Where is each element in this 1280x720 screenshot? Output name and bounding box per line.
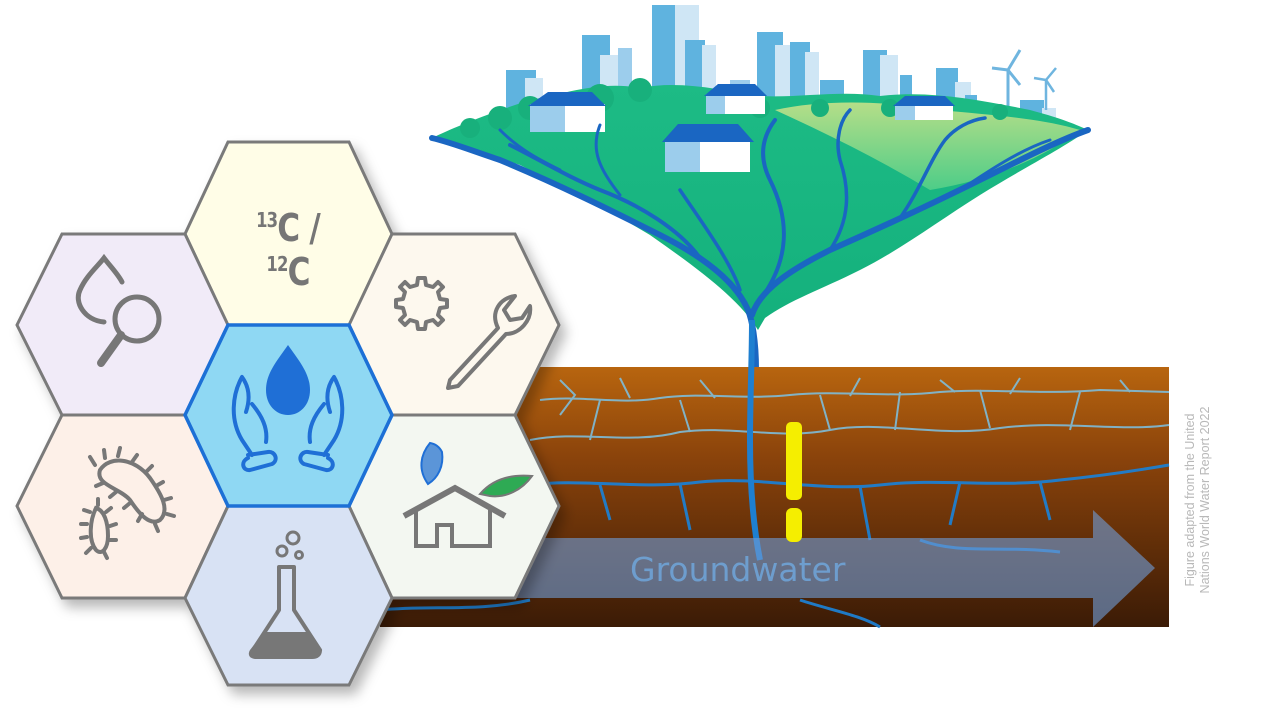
isotope-12-element: C [287, 250, 311, 294]
lab-flask-icon [248, 530, 322, 659]
soil-cross-section [379, 319, 1170, 629]
tree-landscape [429, 78, 1091, 373]
house-icon [704, 84, 767, 114]
bacteria-icon [79, 446, 176, 560]
house-icon [528, 92, 606, 132]
taproot [746, 319, 763, 561]
isotope-13-mass: 13 [256, 208, 278, 232]
credit-line-1: Figure adapted from the United [1183, 413, 1197, 587]
wind-turbine-icon [1033, 67, 1057, 110]
house-icon [662, 124, 754, 172]
house-icon [893, 96, 955, 120]
hands-water-drop-icon [231, 345, 345, 473]
isotope-12-mass: 12 [266, 252, 288, 276]
groundwater-arrow [380, 510, 1155, 627]
isotope-separator: / [299, 206, 320, 250]
hex-water-protection[interactable] [183, 323, 394, 508]
isotope-ratio-label: 13C / 12C [231, 206, 346, 294]
isotope-13-element: C [277, 206, 300, 250]
figure-credit: Figure adapted from the United Nations W… [1178, 405, 1218, 595]
credit-line-2: Nations World Water Report 2022 [1198, 406, 1212, 594]
gear-wrench-icon [394, 276, 533, 390]
house-leaves-icon [402, 441, 534, 548]
groundwater-label: Groundwater [630, 550, 846, 589]
hexagon-cluster [15, 140, 561, 687]
water-drop-magnifier-icon [75, 253, 162, 367]
alert-exclamation-icon [786, 422, 802, 542]
